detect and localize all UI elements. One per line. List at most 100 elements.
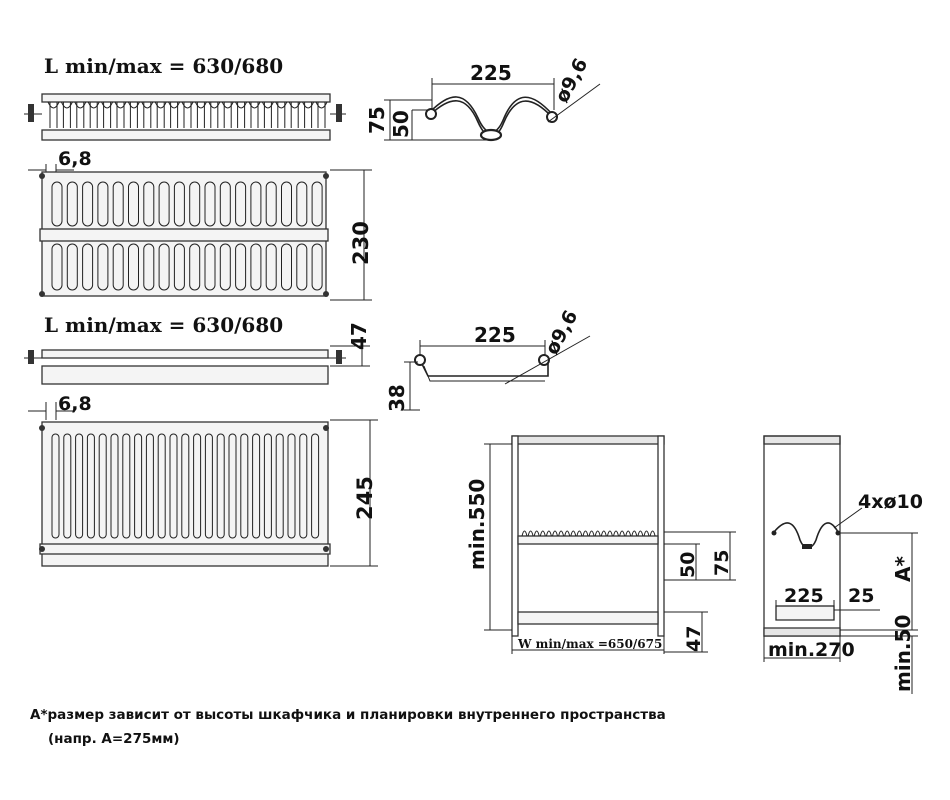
rack-slot [173, 243, 185, 291]
tray-slot [263, 433, 272, 539]
top-rack-slots [51, 181, 323, 291]
rack-slot [97, 181, 109, 227]
top-rack-wire-pitch: 6,8 [58, 148, 92, 170]
cabinet-left-wall [511, 435, 519, 637]
cabinet-front-view: min.550 50 75 47 W min/max =650/675 [465, 435, 736, 654]
bottom-rack-frame-height: 47 [347, 322, 371, 350]
front-wire-loop [649, 530, 656, 537]
top-profile-width: 225 [470, 61, 512, 85]
front-wire-loop [606, 530, 613, 537]
rack-slot [112, 243, 124, 291]
rack-slot [311, 243, 323, 291]
tray-slot [110, 433, 119, 539]
tray-slot [134, 433, 143, 539]
wire-loop [317, 102, 326, 128]
rack-slot [66, 243, 78, 291]
tray-slot [216, 433, 225, 539]
side-offset: 25 [848, 585, 874, 607]
front-wire-loop [552, 530, 558, 537]
rack-slot [296, 181, 308, 227]
rack-slot [143, 243, 155, 291]
rack-slot [128, 181, 139, 227]
front-wire-loop [564, 530, 571, 537]
tray-slot [122, 433, 131, 539]
tray-slot [145, 433, 154, 539]
rack-slot [189, 181, 201, 227]
side-min-bottom: min.50 [891, 615, 915, 692]
front-wire-loop [570, 530, 577, 537]
top-rack-profile: 225 ø9,6 75 50 [365, 55, 601, 142]
rack-slot [281, 243, 292, 291]
tray-slot [252, 433, 261, 539]
rack-slot [82, 181, 94, 227]
side-min-depth: min.270 [768, 639, 855, 661]
rack-slot [51, 181, 63, 227]
top-rack-rail [41, 93, 331, 103]
rack-slot [296, 243, 308, 291]
cabinet-rack-height-outer: 75 [711, 550, 733, 576]
front-wire-loop [631, 530, 638, 537]
tray-slot [169, 433, 178, 539]
wire-loop [196, 102, 205, 128]
rack-slot [204, 243, 216, 291]
top-profile-right-rod [546, 111, 558, 123]
rack-slot [158, 181, 170, 227]
front-wire-loop [594, 530, 601, 537]
wire-loop [183, 102, 192, 128]
footnote-line-1: A*размер зависит от высоты шкафчика и пл… [30, 707, 666, 723]
rack-slot [143, 181, 155, 227]
rack-slot [82, 243, 94, 291]
top-rack-plan: 6,8 230 [28, 148, 373, 301]
tray-slot [51, 433, 60, 539]
front-wire-loop [619, 530, 626, 537]
side-bottom-panel [763, 627, 841, 637]
cabinet-tray-height: 47 [683, 626, 705, 652]
tray-slot [75, 433, 84, 539]
rack-slot [173, 181, 185, 227]
front-wire-loop [533, 530, 540, 537]
tray-slot [181, 433, 190, 539]
rack-slot [66, 181, 78, 227]
tray-slot [193, 433, 202, 539]
tray-slot [228, 433, 237, 539]
front-wire-loop [582, 530, 589, 537]
left-end-bracket [28, 104, 34, 122]
front-wire-loop [527, 530, 534, 537]
rack-slot [311, 181, 323, 227]
front-wire-loop [545, 530, 552, 537]
rack-slot [219, 243, 231, 291]
bottom-profile-width: 225 [474, 323, 516, 347]
tray-slot [86, 433, 95, 539]
bottom-rack-slots [51, 433, 320, 539]
rack-slot [97, 243, 109, 291]
side-top-panel [763, 435, 841, 445]
cabinet-min-height: min.550 [465, 479, 489, 570]
bottom-rack-length-label: L min/max = 630/680 [44, 313, 283, 337]
wire-loop [170, 102, 179, 128]
wire-loop [143, 102, 152, 128]
bottom-rack-profile: 225 ø9,6 38 [385, 307, 591, 412]
rack-slot [281, 181, 292, 227]
wire-loop [223, 102, 232, 128]
tray-slot [275, 433, 284, 539]
rack-slot [158, 243, 170, 291]
front-wire-loop [539, 530, 546, 537]
top-profile-diameter: ø9,6 [551, 55, 592, 107]
rack-slot [250, 181, 262, 227]
wire-loop [263, 102, 272, 128]
wire-loop [129, 102, 138, 128]
cabinet-rack-height-inner: 50 [677, 552, 699, 578]
side-width: 225 [784, 585, 824, 607]
cabinet-dish-rack [517, 535, 659, 545]
tray-slot [204, 433, 213, 539]
rack-slot [250, 243, 262, 291]
side-fixings-label: 4xø10 [858, 491, 923, 513]
wire-loop [76, 102, 85, 128]
rack-slot [128, 243, 139, 291]
cabinet-side-view: 4xø10 225 25 A* min.270 min.50 [763, 435, 923, 694]
wire-loop [156, 102, 165, 128]
tray-slot [299, 433, 308, 539]
top-rack-depth: 230 [349, 221, 373, 265]
front-wire-loop [637, 530, 644, 537]
